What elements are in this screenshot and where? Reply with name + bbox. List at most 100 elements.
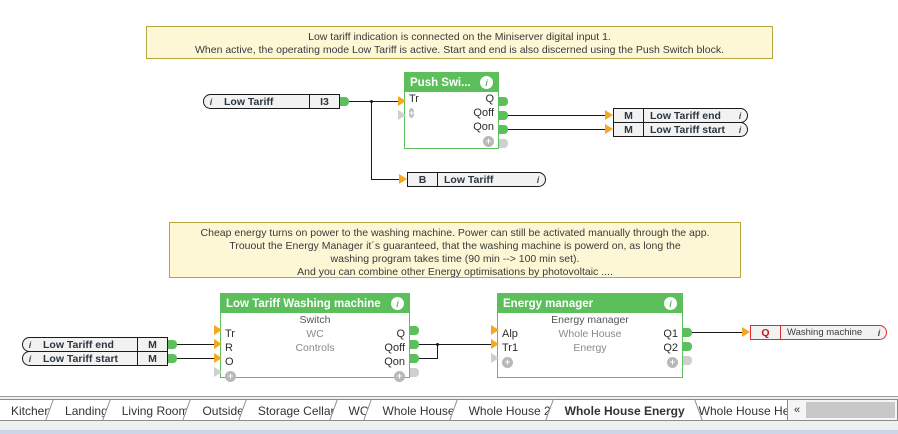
tab-storage-cellar[interactable]: Storage Cellar xyxy=(246,399,344,421)
tab-kitchen[interactable]: Kitchen xyxy=(0,399,61,421)
function-block-push-switch[interactable]: Push Swi... i Tr Q + Qoff Qon + xyxy=(404,72,499,149)
info-icon[interactable]: i xyxy=(28,353,32,364)
input-connector[interactable] xyxy=(214,353,222,363)
output-connector[interactable] xyxy=(410,368,419,377)
add-output-icon[interactable]: + xyxy=(667,356,678,368)
info-icon[interactable]: i xyxy=(738,110,742,121)
info-icon[interactable]: i xyxy=(391,297,404,310)
block-body: Tr Q + Qoff Qon + xyxy=(405,92,498,148)
info-icon[interactable]: i xyxy=(738,124,742,135)
io-label: Washing machine xyxy=(787,327,863,338)
output-connector[interactable] xyxy=(410,326,419,335)
input-connector[interactable] xyxy=(214,325,222,335)
input-connector[interactable] xyxy=(214,367,222,377)
block-header[interactable]: Push Swi... i xyxy=(405,73,498,92)
tab-bar[interactable]: Kitchen Landing Living Room Outside Stor… xyxy=(0,396,898,434)
wire-segment xyxy=(501,129,605,130)
note-cheap-energy[interactable]: Cheap energy turns on power to the washi… xyxy=(169,222,741,278)
tab-scrollbar-thumb[interactable] xyxy=(806,402,895,418)
note-low-tariff[interactable]: Low tariff indication is connected on th… xyxy=(146,26,773,59)
tab-landing[interactable]: Landing xyxy=(54,399,117,421)
io-block-low-tariff-end[interactable]: M Low Tariff end i xyxy=(613,108,748,123)
output-connector[interactable] xyxy=(340,97,349,106)
tab-label: Whole House Heating xyxy=(698,404,816,418)
wire-segment xyxy=(371,179,399,180)
block-header[interactable]: Low Tariff Washing machine i xyxy=(221,294,409,313)
io-block-low-tariff-input[interactable]: i Low Tariff I3 xyxy=(203,94,340,109)
input-connector[interactable] xyxy=(398,110,406,120)
tab-label: Whole House 2 xyxy=(468,404,551,418)
scroll-left-button[interactable]: « xyxy=(793,404,801,416)
input-connector[interactable] xyxy=(742,327,750,337)
tab-whole-house[interactable]: Whole House xyxy=(371,399,464,421)
input-port-label: O xyxy=(225,356,234,368)
output-connector[interactable] xyxy=(168,354,177,363)
output-connector[interactable] xyxy=(683,356,692,365)
input-connector[interactable] xyxy=(214,339,222,349)
add-input-icon[interactable]: + xyxy=(225,370,236,382)
add-output-icon[interactable]: + xyxy=(483,135,494,147)
input-connector[interactable] xyxy=(491,325,499,335)
block-mid-label: Controls xyxy=(295,342,335,354)
block-header[interactable]: Energy manager i xyxy=(498,294,682,313)
output-connector[interactable] xyxy=(410,340,419,349)
tab-scroll-area[interactable]: « xyxy=(787,399,898,421)
output-connector[interactable] xyxy=(168,340,177,349)
io-block-washing-machine[interactable]: Q Washing machine i xyxy=(750,325,887,340)
block-port-row: Alp Whole House Q1 xyxy=(498,327,682,341)
output-connector[interactable] xyxy=(499,111,508,120)
output-connector[interactable] xyxy=(499,139,508,148)
input-connector[interactable] xyxy=(398,96,406,106)
tab-living-room[interactable]: Living Room xyxy=(110,399,198,421)
tab-label: Whole House Energy xyxy=(564,404,685,418)
note-line: Cheap energy turns on power to the washi… xyxy=(200,227,710,239)
input-connector[interactable] xyxy=(605,110,613,120)
io-block-low-tariff-flag[interactable]: B Low Tariff i xyxy=(407,172,546,187)
tab-label: Whole House xyxy=(382,404,455,418)
io-block-low-tariff-start[interactable]: M Low Tariff start i xyxy=(613,122,748,137)
tab-label: Storage Cellar xyxy=(257,404,335,418)
tab-outside[interactable]: Outside xyxy=(191,399,253,421)
add-input-icon[interactable]: + xyxy=(409,108,415,118)
note-line: Low tariff indication is connected on th… xyxy=(308,31,611,43)
tab-whole-house-energy[interactable]: Whole House Energy xyxy=(553,399,694,421)
input-connector[interactable] xyxy=(399,174,407,184)
wire-segment xyxy=(684,332,742,333)
tab-strip[interactable]: Kitchen Landing Living Room Outside Stor… xyxy=(0,399,825,421)
info-icon[interactable]: i xyxy=(28,339,32,350)
note-line: When active, the operating mode Low Tari… xyxy=(195,44,724,56)
info-icon[interactable]: i xyxy=(209,96,213,107)
io-tag: B xyxy=(408,173,438,186)
add-input-icon[interactable]: + xyxy=(502,356,513,368)
block-port-row: Tr WC Q xyxy=(221,327,409,341)
info-icon[interactable]: i xyxy=(877,327,881,338)
output-connector[interactable] xyxy=(499,97,508,106)
tab-label: Outside xyxy=(202,404,244,418)
function-block-low-tariff-washing-machine[interactable]: Low Tariff Washing machine i Switch Tr W… xyxy=(220,293,410,382)
output-port-label: Qoff xyxy=(473,107,494,119)
wire-segment xyxy=(501,115,605,116)
info-icon[interactable]: i xyxy=(536,174,540,185)
function-block-energy-manager[interactable]: Energy manager i Energy manager Alp Whol… xyxy=(497,293,683,378)
info-icon[interactable]: i xyxy=(480,76,493,89)
input-connector[interactable] xyxy=(491,353,499,363)
output-connector[interactable] xyxy=(683,342,692,351)
input-connector[interactable] xyxy=(491,339,499,349)
add-output-icon[interactable]: + xyxy=(394,370,405,382)
io-tag: M xyxy=(614,109,644,122)
io-tag: Q xyxy=(751,326,781,339)
block-mid-label: Whole House xyxy=(558,328,622,340)
output-connector[interactable] xyxy=(683,328,692,337)
output-connector[interactable] xyxy=(499,125,508,134)
input-connector[interactable] xyxy=(605,124,613,134)
tab-label: WC xyxy=(348,404,369,418)
io-block-low-tariff-start-input[interactable]: i Low Tariff start M xyxy=(22,351,168,366)
io-block-low-tariff-end-input[interactable]: i Low Tariff end M xyxy=(22,337,168,352)
output-connector[interactable] xyxy=(410,354,419,363)
input-port-label: Tr1 xyxy=(502,342,519,354)
programming-canvas[interactable]: Low tariff indication is connected on th… xyxy=(0,0,898,396)
info-icon[interactable]: i xyxy=(664,297,677,310)
tab-whole-house-2[interactable]: Whole House 2 xyxy=(457,399,560,421)
block-port-row: Qon xyxy=(405,120,498,134)
block-port-row: + + xyxy=(498,355,682,369)
